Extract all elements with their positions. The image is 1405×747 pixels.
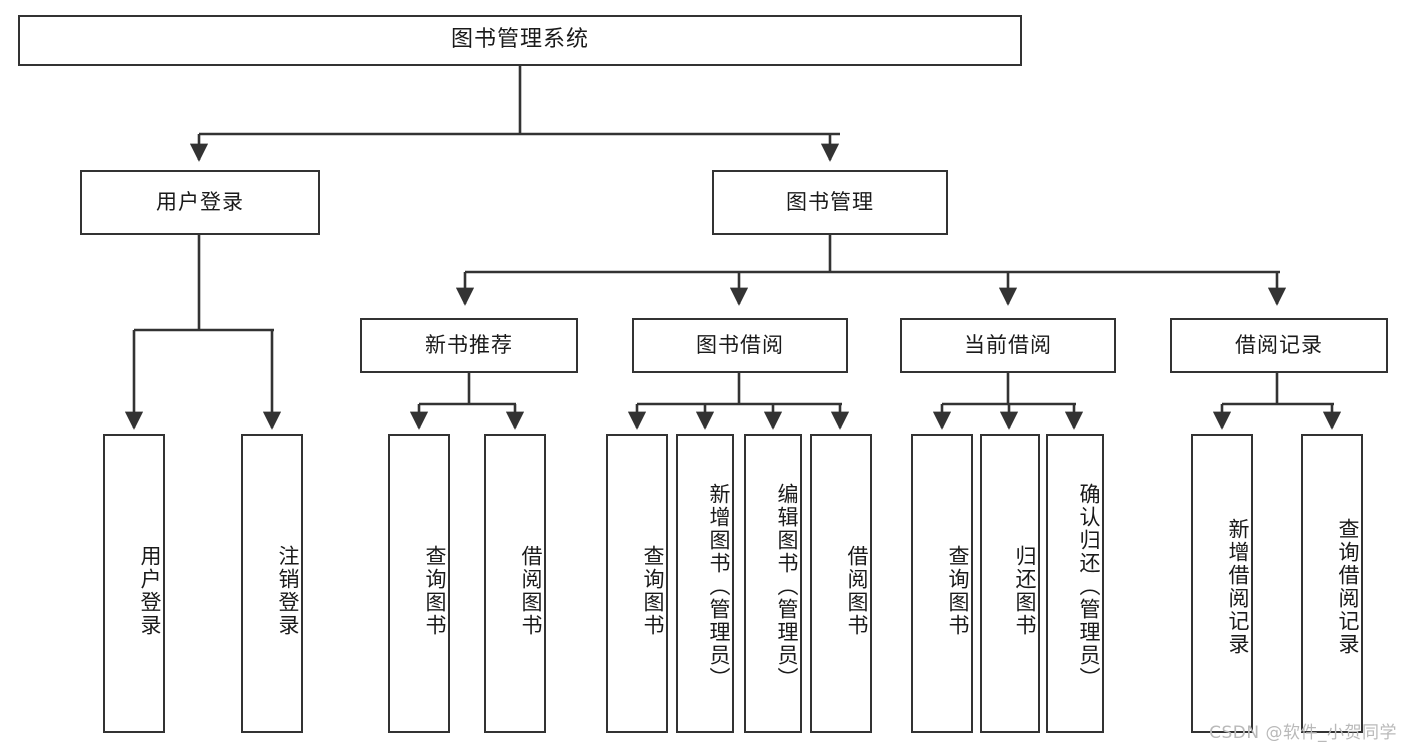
node-label: 编辑图书（管理员） <box>775 483 799 690</box>
leaf-query-book-borrow[interactable]: 查询图书 <box>606 434 668 733</box>
leaf-add-book-admin[interactable]: 新增图书（管理员） <box>676 434 734 733</box>
node-book-borrow[interactable]: 图书借阅 <box>632 318 848 373</box>
node-label: 查询借阅记录 <box>1336 517 1360 656</box>
node-root-system[interactable]: 图书管理系统 <box>18 15 1022 66</box>
node-label: 图书借阅 <box>696 332 784 357</box>
node-label: 查询图书 <box>423 544 447 637</box>
leaf-user-login[interactable]: 用户登录 <box>103 434 165 733</box>
leaf-borrow-book-recommend[interactable]: 借阅图书 <box>484 434 546 733</box>
watermark: CSDN @软件_小贺同学 <box>1209 723 1397 743</box>
leaf-add-borrow-record[interactable]: 新增借阅记录 <box>1191 434 1253 733</box>
node-label: 注销登录 <box>276 544 300 637</box>
leaf-confirm-return-admin[interactable]: 确认归还（管理员） <box>1046 434 1104 733</box>
node-label: 新增图书（管理员） <box>707 483 731 690</box>
node-label: 确认归还（管理员） <box>1077 483 1101 690</box>
node-new-book-recommend[interactable]: 新书推荐 <box>360 318 578 373</box>
leaf-return-book[interactable]: 归还图书 <box>980 434 1040 733</box>
node-label: 用户登录 <box>156 189 244 214</box>
node-label: 新书推荐 <box>425 332 513 357</box>
node-label: 查询图书 <box>946 544 970 637</box>
leaf-edit-book-admin[interactable]: 编辑图书（管理员） <box>744 434 802 733</box>
node-label: 图书管理 <box>786 189 874 214</box>
node-label: 新增借阅记录 <box>1226 517 1250 656</box>
leaf-borrow-book[interactable]: 借阅图书 <box>810 434 872 733</box>
node-label: 查询图书 <box>641 544 665 637</box>
node-label: 图书管理系统 <box>450 27 589 53</box>
node-label: 用户登录 <box>138 544 162 637</box>
leaf-query-book-current[interactable]: 查询图书 <box>911 434 973 733</box>
node-book-management[interactable]: 图书管理 <box>712 170 948 235</box>
leaf-query-borrow-record[interactable]: 查询借阅记录 <box>1301 434 1363 733</box>
node-label: 借阅图书 <box>519 544 543 637</box>
node-current-borrow[interactable]: 当前借阅 <box>900 318 1116 373</box>
node-label: 当前借阅 <box>964 332 1052 357</box>
leaf-logout[interactable]: 注销登录 <box>241 434 303 733</box>
node-borrow-record[interactable]: 借阅记录 <box>1170 318 1388 373</box>
node-label: 归还图书 <box>1013 544 1037 637</box>
node-label: 借阅记录 <box>1235 332 1323 357</box>
leaf-query-book-recommend[interactable]: 查询图书 <box>388 434 450 733</box>
node-user-login[interactable]: 用户登录 <box>80 170 320 235</box>
node-label: 借阅图书 <box>845 544 869 637</box>
